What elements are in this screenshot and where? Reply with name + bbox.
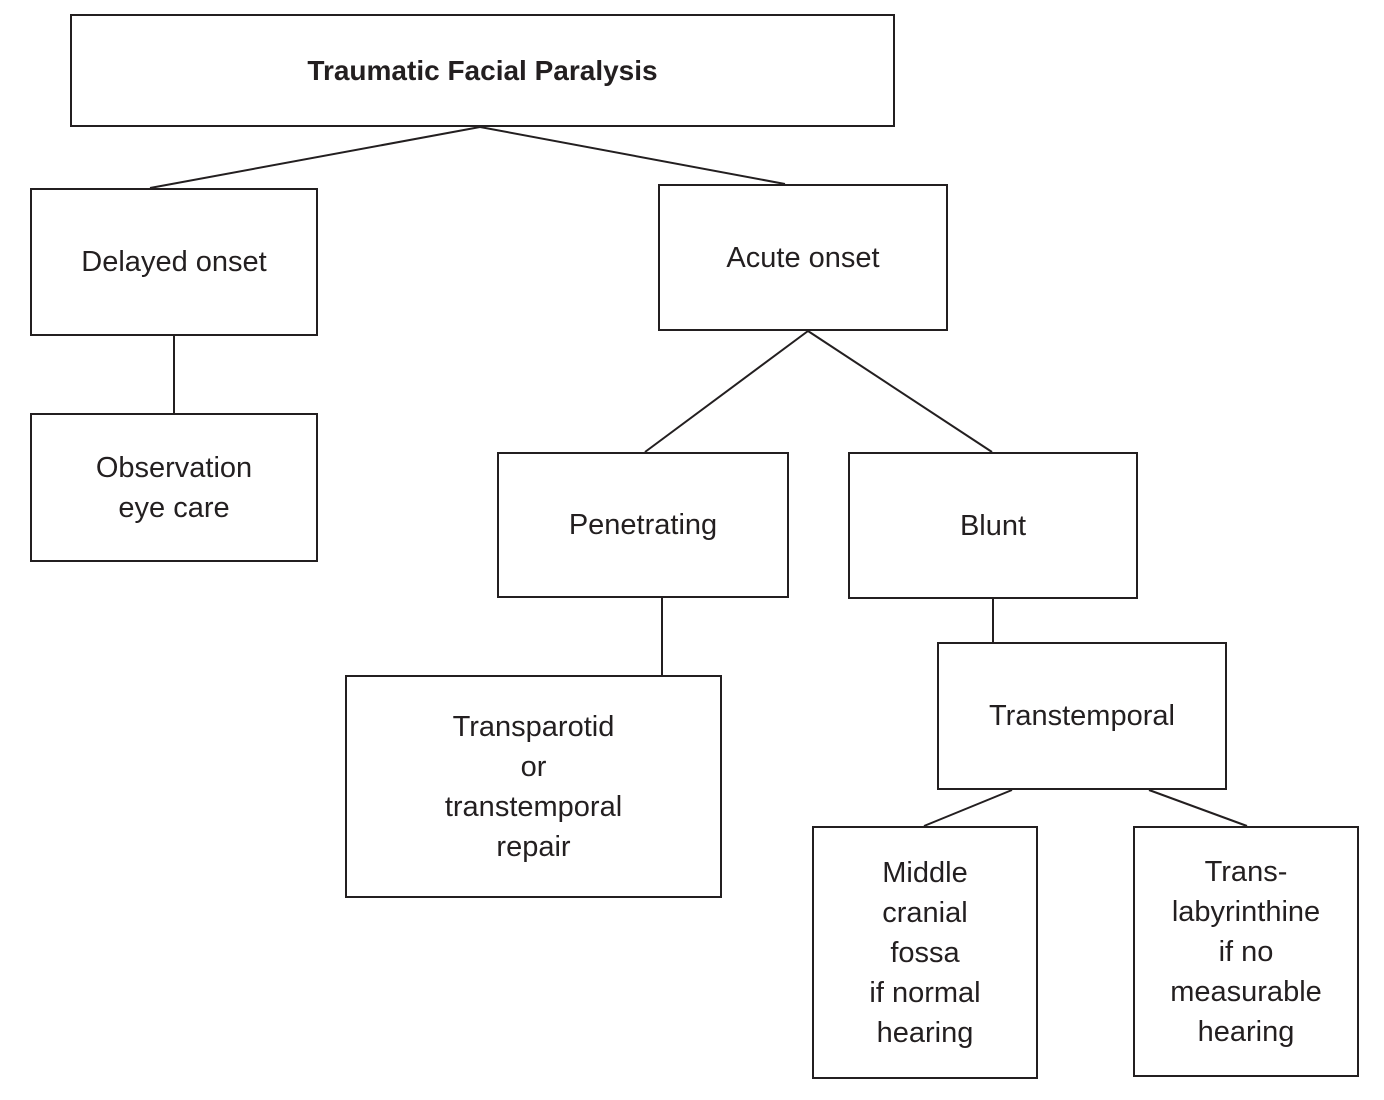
node-middle-cranial-fossa-label: Middle cranial fossa if normal hearing [869,856,981,1049]
edge-transtemporal-translabyrinthine-line [1148,789,1248,827]
node-blunt: Blunt [848,452,1138,599]
node-blunt-label: Blunt [959,509,1027,542]
node-transparotid-repair-label: Transparotid or transtemporal repair [444,710,623,863]
node-translabyrinthine-label: Trans- labyrinthine if no measurable hea… [1170,855,1322,1048]
node-transtemporal: Transtemporal [937,642,1227,790]
node-delayed-onset-label: Delayed onset [81,246,267,278]
edge-root-delayed-line [149,126,481,189]
node-transparotid-repair: Transparotid or transtemporal repair [345,675,722,898]
edge-acute-penetrating-line [644,330,809,453]
node-traumatic-facial-paralysis-label: Traumatic Facial Paralysis [307,54,658,86]
node-translabyrinthine: Trans- labyrinthine if no measurable hea… [1133,826,1359,1077]
node-delayed-onset: Delayed onset [30,188,318,336]
edge-transtemporal-middle-cranial-line [923,789,1013,827]
node-penetrating-label: Penetrating [568,509,718,541]
node-transtemporal-label: Transtemporal [989,700,1175,732]
node-acute-onset-label: Acute onset [726,241,880,274]
node-penetrating: Penetrating [497,452,789,598]
node-acute-onset: Acute onset [658,184,948,331]
node-traumatic-facial-paralysis: Traumatic Facial Paralysis [70,14,895,127]
node-observation-eye-care: Observation eye care [30,413,318,562]
node-observation-eye-care-label: Observation eye care [95,451,253,524]
edge-acute-blunt-line [807,330,993,453]
edge-root-acute-line [479,126,786,185]
node-middle-cranial-fossa: Middle cranial fossa if normal hearing [812,826,1038,1079]
